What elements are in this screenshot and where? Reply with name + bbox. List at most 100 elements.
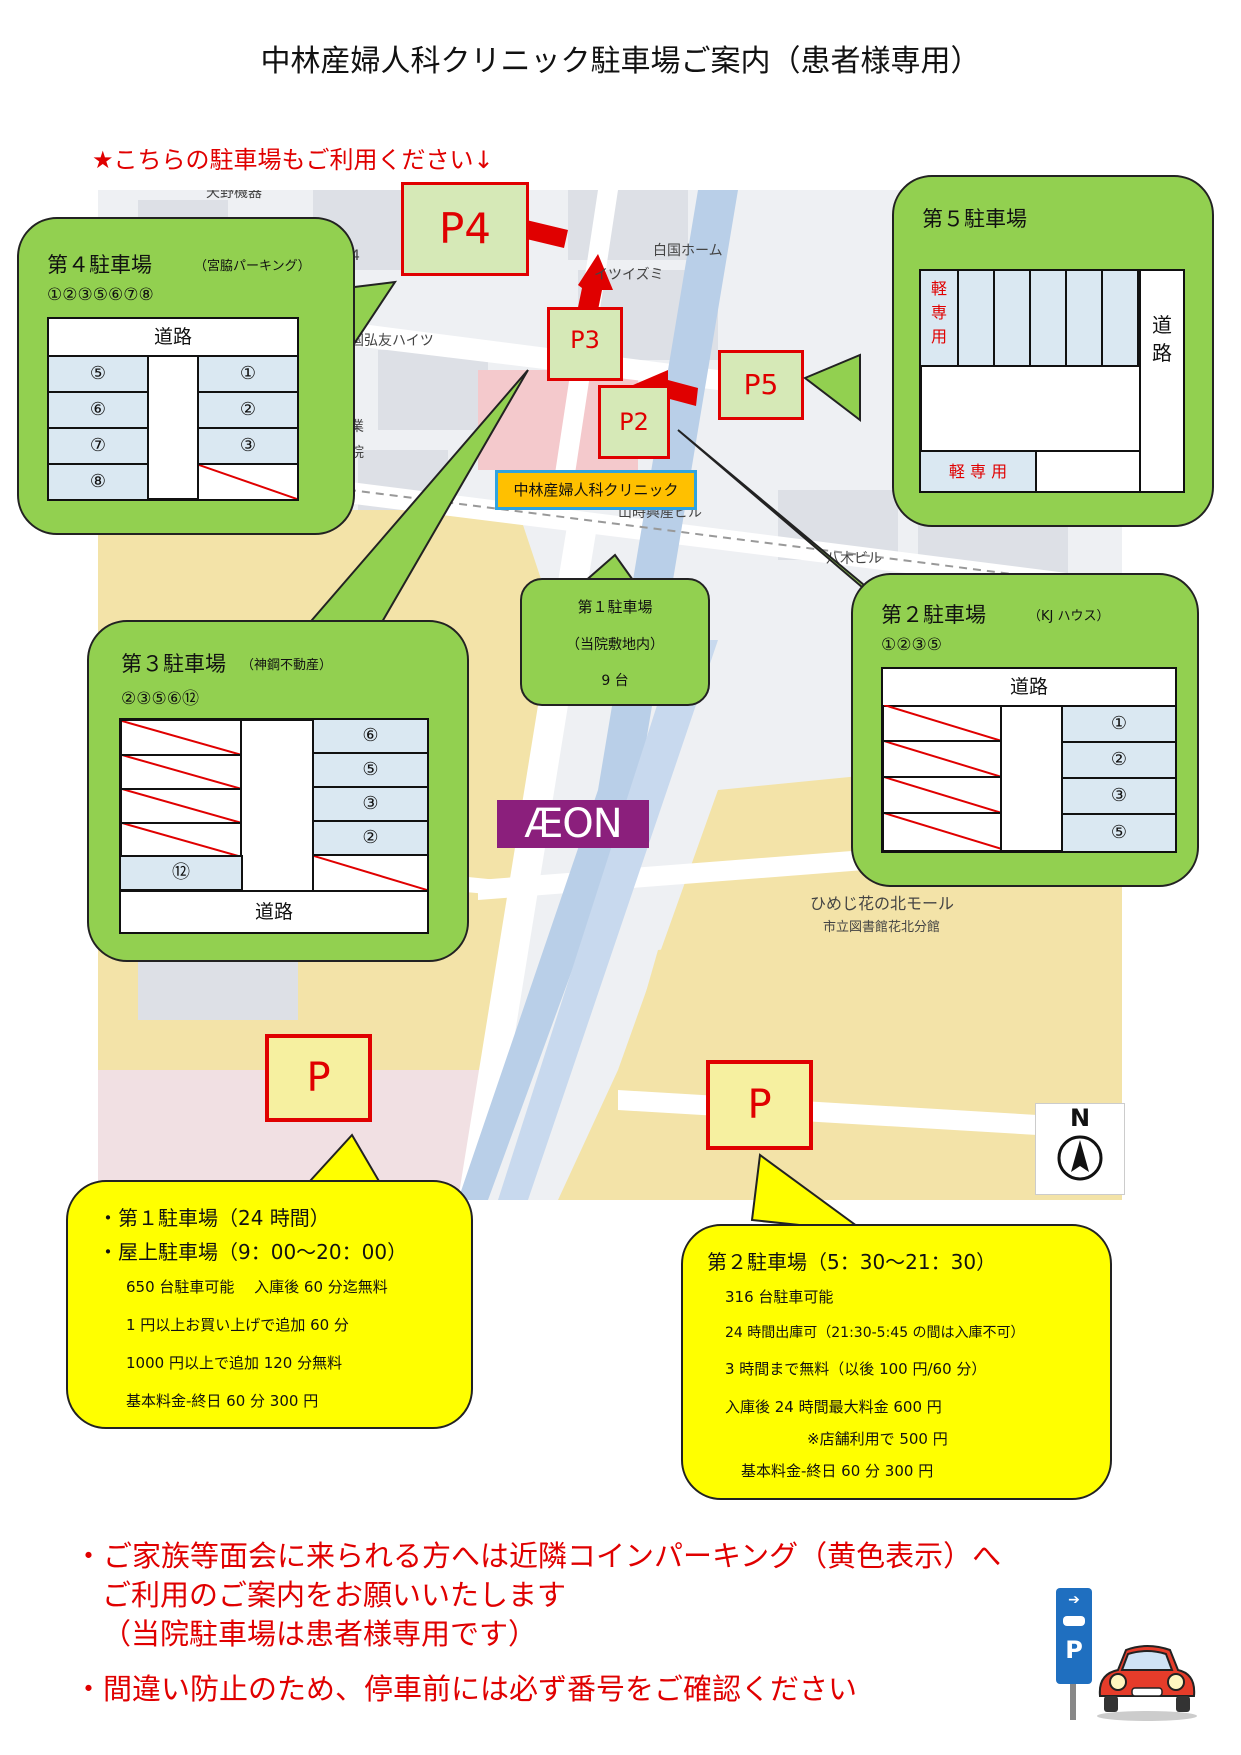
lot4-title: 第４駐車場 — [47, 253, 152, 277]
parking-p4-marker[interactable]: P4 — [401, 182, 529, 276]
lot2-layout: 道路 ① ② ③ ⑤ — [881, 667, 1177, 853]
lot2-title: 第２駐車場 — [881, 603, 986, 627]
lot4-available-numbers: ①②③⑤⑥⑦⑧ — [47, 285, 154, 305]
lot1-title: 第１駐車場 — [577, 598, 653, 616]
lot2-road: 道路 — [881, 667, 1177, 707]
info-right-detail: ※店舗利用で 500 円 — [807, 1430, 948, 1448]
info-right-detail: 基本料金-終日 60 分 300 円 — [741, 1462, 934, 1480]
lot5-callout: 第５駐車場 軽 専 用 道 路 軽 専 用 — [892, 175, 1214, 527]
sign-pole — [1070, 1684, 1076, 1720]
red-car-icon — [1097, 1645, 1197, 1721]
info-left-detail: 1000 円以上で追加 120 分無料 — [126, 1354, 343, 1372]
lot3-road: 道路 — [119, 890, 429, 934]
info-left-line1: ・第１駐車場（24 時間） — [98, 1206, 330, 1230]
lot1-callout: 第１駐車場 （当院敷地内） 9 台 — [520, 578, 710, 706]
info-right-detail: 316 台駐車可能 — [725, 1288, 834, 1306]
car-glyph-icon — [1063, 1616, 1085, 1626]
parking-p2-marker[interactable]: P2 — [598, 385, 670, 459]
lot3-space[interactable]: ② — [312, 820, 429, 856]
page-title: 中林産婦人科クリニック駐車場ご案内（患者様専用） — [260, 44, 981, 79]
north-arrow-icon — [1057, 1135, 1103, 1181]
info-left-detail: 基本料金-終日 60 分 300 円 — [126, 1392, 319, 1410]
aeon-logo: ÆON — [497, 800, 649, 848]
lot1-subtitle: （当院敷地内） — [566, 637, 664, 653]
coin-parking-left-marker[interactable]: P — [265, 1034, 372, 1122]
lot3-space[interactable]: ③ — [312, 786, 429, 822]
lot2-space[interactable]: ⑤ — [1061, 813, 1177, 853]
clinic-label[interactable]: 中林産婦人科クリニック — [495, 470, 697, 510]
lot4-space[interactable]: ⑦ — [47, 427, 149, 465]
info-left-detail: 650 台駐車可能 入庫後 60 分迄無料 — [126, 1278, 388, 1296]
lot3-space[interactable]: ⑥ — [312, 718, 429, 754]
lot2-space[interactable]: ② — [1061, 741, 1177, 779]
lot3-space[interactable]: ⑫ — [119, 855, 243, 891]
info-left-line2: ・屋上駐車場（9：00～20：00） — [98, 1240, 408, 1264]
footer-bullet-1-line3: （当院駐車場は患者様専用です） — [102, 1617, 538, 1651]
lot3-space-unavailable — [312, 854, 429, 892]
lot5-space[interactable] — [1101, 269, 1139, 367]
map-label-amano: 天野機器 — [206, 190, 262, 201]
info-right-detail: 入庫後 24 時間最大料金 600 円 — [725, 1398, 942, 1416]
coin-parking-left-info: ・第１駐車場（24 時間） ・屋上駐車場（9：00～20：00） 650 台駐車… — [66, 1180, 473, 1429]
lot5-space-blank — [1035, 450, 1141, 493]
lot4-space[interactable]: ② — [197, 391, 299, 429]
lot4-road: 道路 — [47, 317, 299, 357]
lot5-space[interactable] — [993, 269, 1031, 367]
lot5-space[interactable] — [1029, 269, 1067, 367]
lot4-space-unavailable — [197, 463, 299, 501]
coin-parking-right-info: 第２駐車場（5：30～21：30） 316 台駐車可能 24 時間出庫可（21:… — [681, 1224, 1112, 1500]
unavailable-slash-icon — [313, 855, 428, 891]
map-label-yagi: 八木ビル — [826, 551, 882, 567]
lot1-count: 9 台 — [601, 673, 629, 689]
lot2-subtitle: （KJ ハウス） — [1028, 609, 1110, 624]
lot5-kei-vertical[interactable]: 軽 専 用 — [919, 269, 959, 367]
compass: N — [1035, 1103, 1125, 1195]
sign-p-label: P — [1065, 1636, 1083, 1664]
unavailable-slash-icon — [198, 464, 298, 500]
parking-p5-marker[interactable]: P5 — [718, 350, 804, 420]
parking-p3-marker[interactable]: P3 — [547, 307, 623, 381]
lot5-layout: 軽 専 用 道 路 軽 専 用 — [919, 269, 1185, 493]
lot4-subtitle: （宮脇パーキング） — [194, 259, 311, 274]
info-right-head: 第２駐車場（5：30～21：30） — [707, 1250, 997, 1274]
map-label-library: 市立図書館花北分館 — [823, 920, 941, 935]
lot3-subtitle: （神鋼不動産） — [241, 658, 333, 673]
info-left-detail: 1 円以上お買い上げで追加 60 分 — [126, 1316, 349, 1334]
info-right-detail: 24 時間出庫可（21:30-5:45 の間は入庫不可） — [725, 1325, 1025, 1341]
lot4-space[interactable]: ⑧ — [47, 463, 149, 501]
lot3-title: 第３駐車場 — [121, 652, 226, 676]
lot4-layout: 道路 ⑤ ⑥ ⑦ ⑧ ① ② ③ — [47, 317, 299, 501]
notice-text: ★こちらの駐車場もご利用ください↓ — [92, 146, 494, 174]
footer-bullet-1: ・ご家族等面会に来られる方へは近隣コインパーキング（黄色表示）へ — [74, 1539, 1002, 1573]
lot5-road: 道 路 — [1139, 269, 1185, 493]
lot5-space[interactable] — [1065, 269, 1103, 367]
lot3-space[interactable]: ⑤ — [312, 752, 429, 788]
lot4-space[interactable]: ⑤ — [47, 355, 149, 393]
lot3-layout: ⑫ ⑥ ⑤ ③ ② 道路 — [119, 718, 429, 934]
lot4-space[interactable]: ③ — [197, 427, 299, 465]
map-label-itsuizumi: イツイズミ — [594, 267, 664, 283]
compass-n-label: N — [1069, 1104, 1091, 1132]
lot4-space[interactable]: ① — [197, 355, 299, 393]
map-label-shirokuni-home: 白国ホーム — [653, 243, 723, 259]
lot2-space[interactable]: ① — [1061, 705, 1177, 743]
lot5-kei-horizontal[interactable]: 軽 専 用 — [919, 450, 1037, 493]
parking-sign-icon: ➔ P — [1056, 1588, 1092, 1684]
lot4-callout: 第４駐車場 （宮脇パーキング） ①②③⑤⑥⑦⑧ 道路 ⑤ ⑥ ⑦ ⑧ ① ② ③ — [17, 217, 355, 535]
lot2-space[interactable]: ③ — [1061, 777, 1177, 815]
footer-bullet-2: ・間違い防止のため、停車前には必ず番号をご確認ください — [74, 1672, 858, 1706]
map-label-shirokuni-heights: 白国弘友ハイツ — [336, 333, 434, 349]
lot3-available-numbers: ②③⑤⑥⑫ — [121, 689, 199, 709]
lot4-space[interactable]: ⑥ — [47, 391, 149, 429]
footer-bullet-1-line2: ご利用のご案内をお願いいたします — [102, 1578, 567, 1612]
arrow-right-icon: ➔ — [1068, 1592, 1080, 1608]
map-label-mall: ひめじ花の北モール — [810, 894, 955, 913]
lot3-callout: 第３駐車場 （神鋼不動産） ②③⑤⑥⑫ ⑫ ⑥ ⑤ ③ ② 道路 — [87, 620, 469, 962]
coin-parking-right-marker[interactable]: P — [706, 1060, 813, 1150]
lot5-title: 第５駐車場 — [922, 207, 1027, 231]
lot2-unavailable-slashes — [884, 705, 1002, 850]
lot2-callout: 第２駐車場 （KJ ハウス） ①②③⑤ 道路 ① ② ③ ⑤ — [851, 573, 1199, 887]
lot2-available-numbers: ①②③⑤ — [881, 635, 942, 655]
info-right-detail: 3 時間まで無料（以後 100 円/60 分） — [725, 1360, 987, 1378]
lot5-space[interactable] — [957, 269, 995, 367]
